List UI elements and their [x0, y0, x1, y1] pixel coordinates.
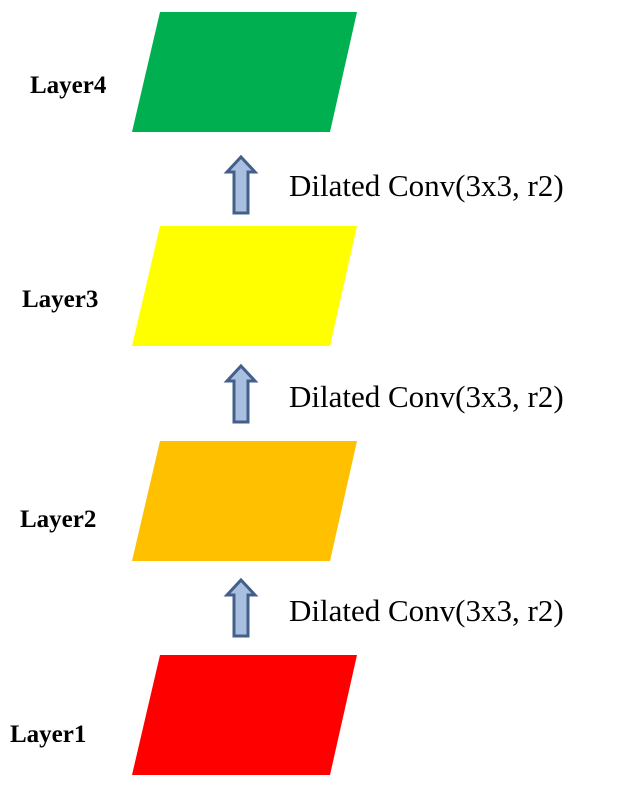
- connection-2-label: Dilated Conv(3x3, r2): [289, 379, 564, 414]
- layer-3-label: Layer3: [22, 286, 98, 313]
- layer-1-label: Layer1: [10, 721, 86, 748]
- connection-3: Dilated Conv(3x3, r2): [223, 154, 564, 215]
- up-arrow-icon: [223, 363, 259, 424]
- connection-3-label: Dilated Conv(3x3, r2): [289, 168, 564, 203]
- layer-1: Layer1: [10, 655, 357, 775]
- layer-4-shape: [132, 12, 357, 132]
- up-arrow-icon: [223, 577, 259, 638]
- layer-4-label: Layer4: [30, 72, 107, 99]
- up-arrow-icon: [223, 154, 259, 215]
- connection-1: Dilated Conv(3x3, r2): [223, 577, 564, 638]
- layer-3-shape: [132, 226, 357, 346]
- layer-2-label: Layer2: [20, 506, 96, 533]
- layer-4: Layer4: [30, 12, 357, 132]
- layer-2-shape: [132, 441, 357, 561]
- layer-3: Layer3: [22, 226, 357, 346]
- layer-1-shape: [132, 655, 357, 775]
- connection-2: Dilated Conv(3x3, r2): [223, 363, 564, 424]
- connection-1-label: Dilated Conv(3x3, r2): [289, 593, 564, 628]
- layer-2: Layer2: [20, 441, 357, 561]
